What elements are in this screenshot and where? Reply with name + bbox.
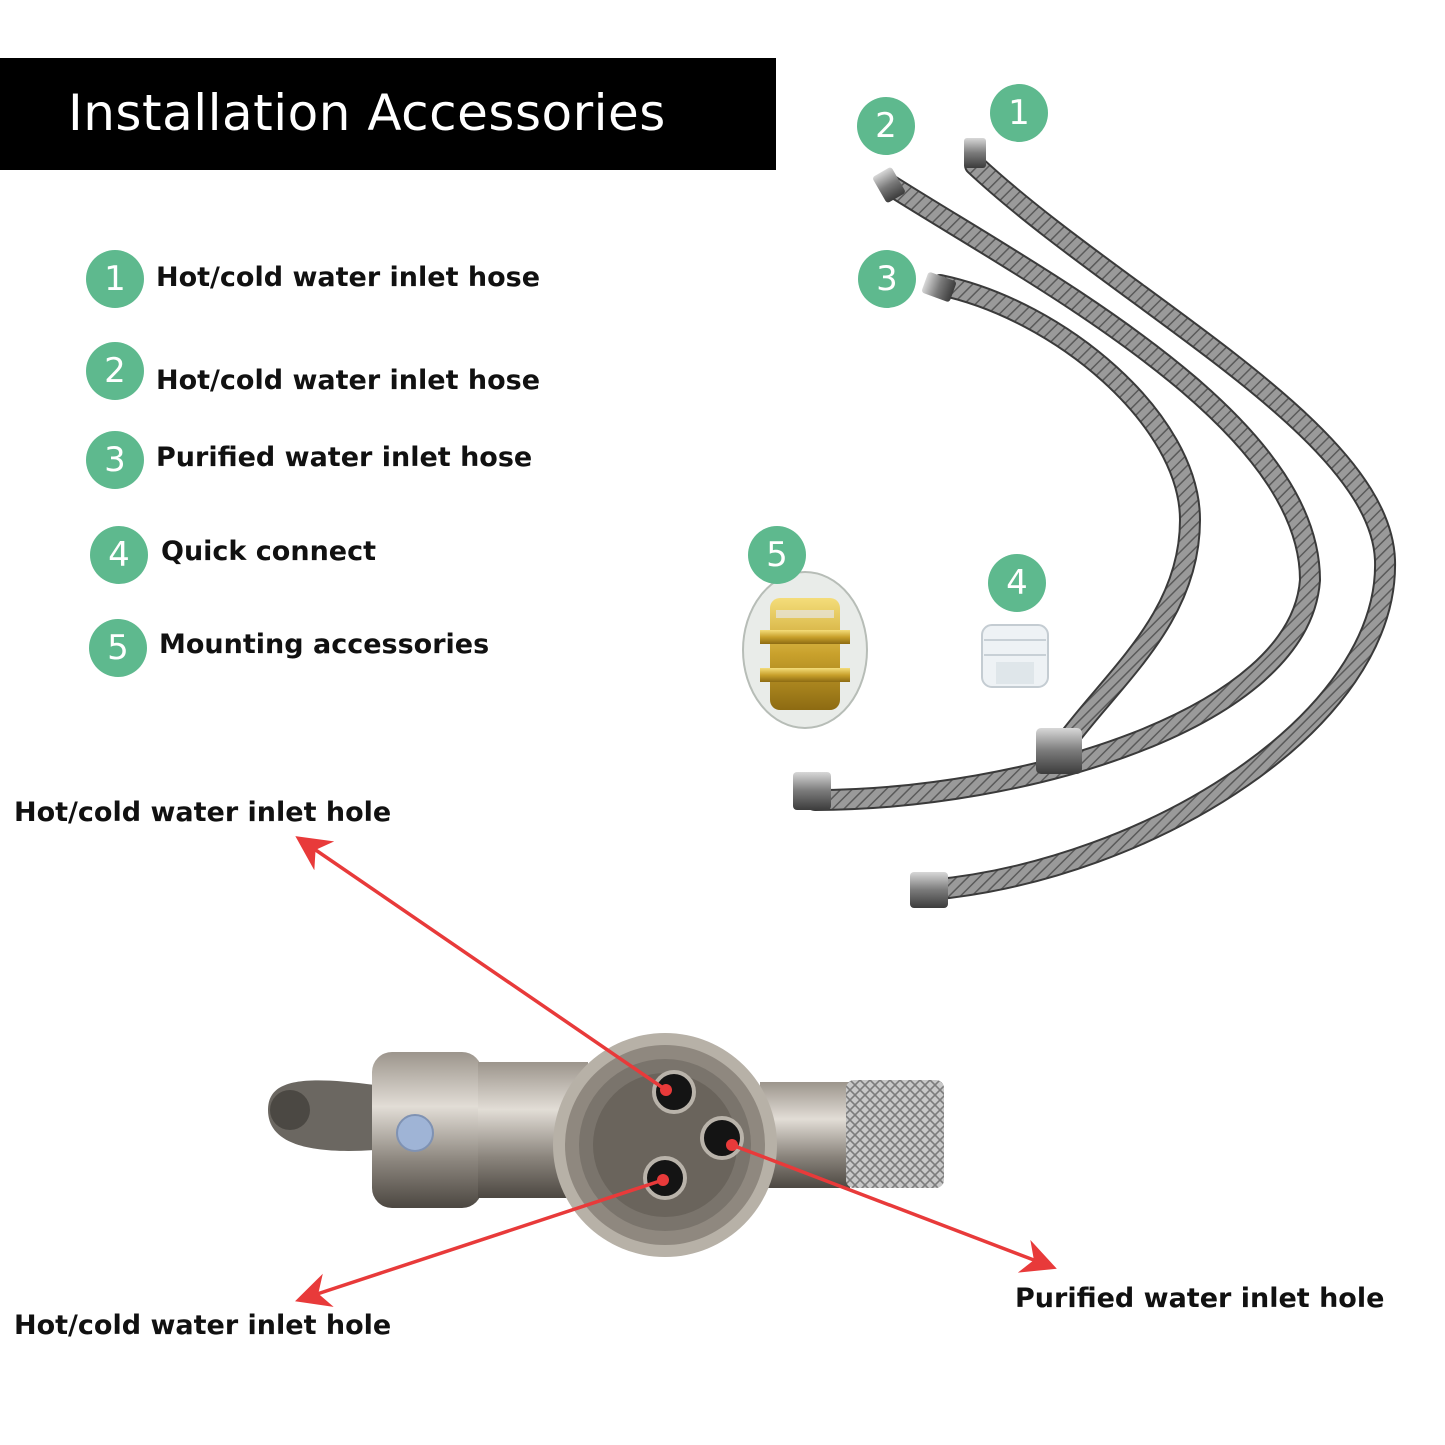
legend-label-5: Mounting accessories	[159, 629, 490, 660]
page-title: Installation Accessories	[68, 84, 666, 142]
hose-3	[921, 272, 1202, 774]
photo-badge-4: 4	[988, 554, 1046, 612]
photo-badge-2: 2	[857, 97, 915, 155]
title-bar	[0, 58, 776, 170]
callout-arrows	[295, 836, 1057, 1307]
photo-badge-5: 5	[748, 526, 806, 584]
legend-label-1: Hot/cold water inlet hose	[156, 262, 541, 293]
legend-label-3: Purified water inlet hose	[156, 442, 533, 473]
callout-right: Purified water inlet hole	[1015, 1283, 1385, 1314]
hose-1	[910, 138, 1397, 908]
legend-badge-5: 5	[89, 619, 147, 677]
legend-label-2: Hot/cold water inlet hose	[156, 365, 541, 396]
legend-badge-3: 3	[86, 431, 144, 489]
photo-badge-3: 3	[858, 250, 916, 308]
legend-label-4: Quick connect	[161, 536, 377, 567]
legend-badge-2: 2	[86, 342, 144, 400]
callout-bottom-left: Hot/cold water inlet hole	[14, 1310, 392, 1341]
quick-connect-image	[981, 624, 1049, 688]
legend-badge-4: 4	[90, 526, 148, 584]
hose-2	[793, 167, 1322, 811]
photo-badge-1: 1	[990, 84, 1048, 142]
faucet-body-image	[268, 1033, 944, 1257]
mounting-accessories-image	[742, 571, 868, 729]
callout-top-left: Hot/cold water inlet hole	[14, 797, 392, 828]
legend-badge-1: 1	[86, 250, 144, 308]
